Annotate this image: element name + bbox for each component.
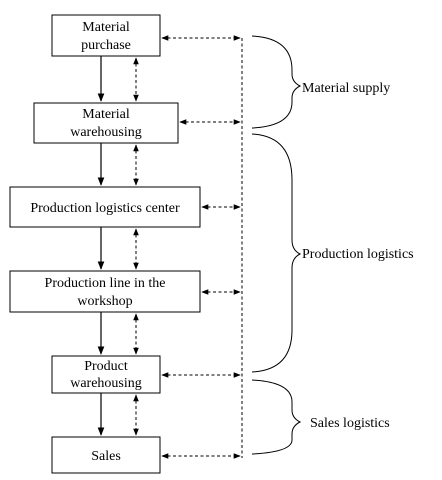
brace-sales-logistics — [251, 379, 302, 455]
node-material-warehousing-line-1: Material — [82, 107, 130, 122]
node-product-warehousing-line-2: warehousing — [70, 376, 142, 391]
node-material-purchase-line-1: Material — [82, 20, 130, 35]
node-product-warehousing: Product warehousing — [51, 355, 161, 394]
node-material-warehousing: Material warehousing — [33, 102, 179, 144]
group-label-material-supply: Material supply — [302, 81, 390, 96]
brace-material-supply — [251, 35, 302, 129]
node-material-purchase-line-2: purchase — [81, 38, 131, 53]
node-production-logistics-center: Production logistics center — [9, 186, 201, 228]
node-production-logistics-center-label: Production logistics center — [30, 201, 180, 216]
node-sales-label: Sales — [91, 449, 121, 464]
node-production-line-line-2: workshop — [77, 294, 132, 309]
node-production-line-line-1: Production line in the — [45, 276, 166, 291]
brace-production-logistics — [251, 133, 302, 373]
group-label-sales-logistics: Sales logistics — [310, 416, 390, 431]
node-production-line: Production line in the workshop — [9, 270, 201, 313]
node-material-warehousing-line-2: warehousing — [70, 125, 142, 140]
node-sales: Sales — [51, 436, 161, 474]
group-label-production-logistics: Production logistics — [302, 247, 414, 262]
node-product-warehousing-line-1: Product — [84, 359, 128, 374]
node-material-purchase: Material purchase — [51, 14, 161, 57]
